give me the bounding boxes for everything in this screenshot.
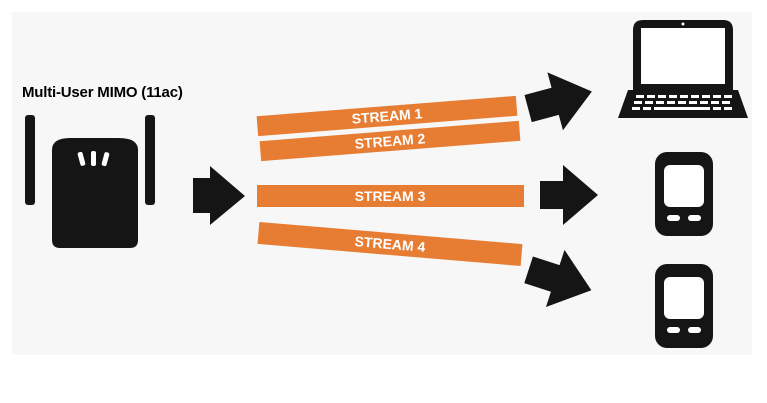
stream-band-4: STREAM 4 [257,221,523,267]
stream-band-1: STREAM 1 [256,95,518,137]
stream-label-4: STREAM 4 [354,233,426,255]
output-arrow-icon [524,249,592,307]
router-icon [25,115,155,248]
stream-label-2: STREAM 2 [354,130,426,152]
stream-label-3: STREAM 3 [355,188,426,204]
output-arrow-icon [540,165,598,225]
smartphone-icon [655,152,713,236]
stream-label-1: STREAM 1 [351,105,423,127]
input-arrow-icon [193,166,245,225]
stream-band-3: STREAM 3 [257,185,524,207]
output-arrow-icon [524,72,592,131]
laptop-icon [618,20,748,118]
smartphone-icon [655,264,713,348]
stream-band-2: STREAM 2 [259,120,521,162]
diagram-title: Multi-User MIMO (11ac) [22,84,183,101]
